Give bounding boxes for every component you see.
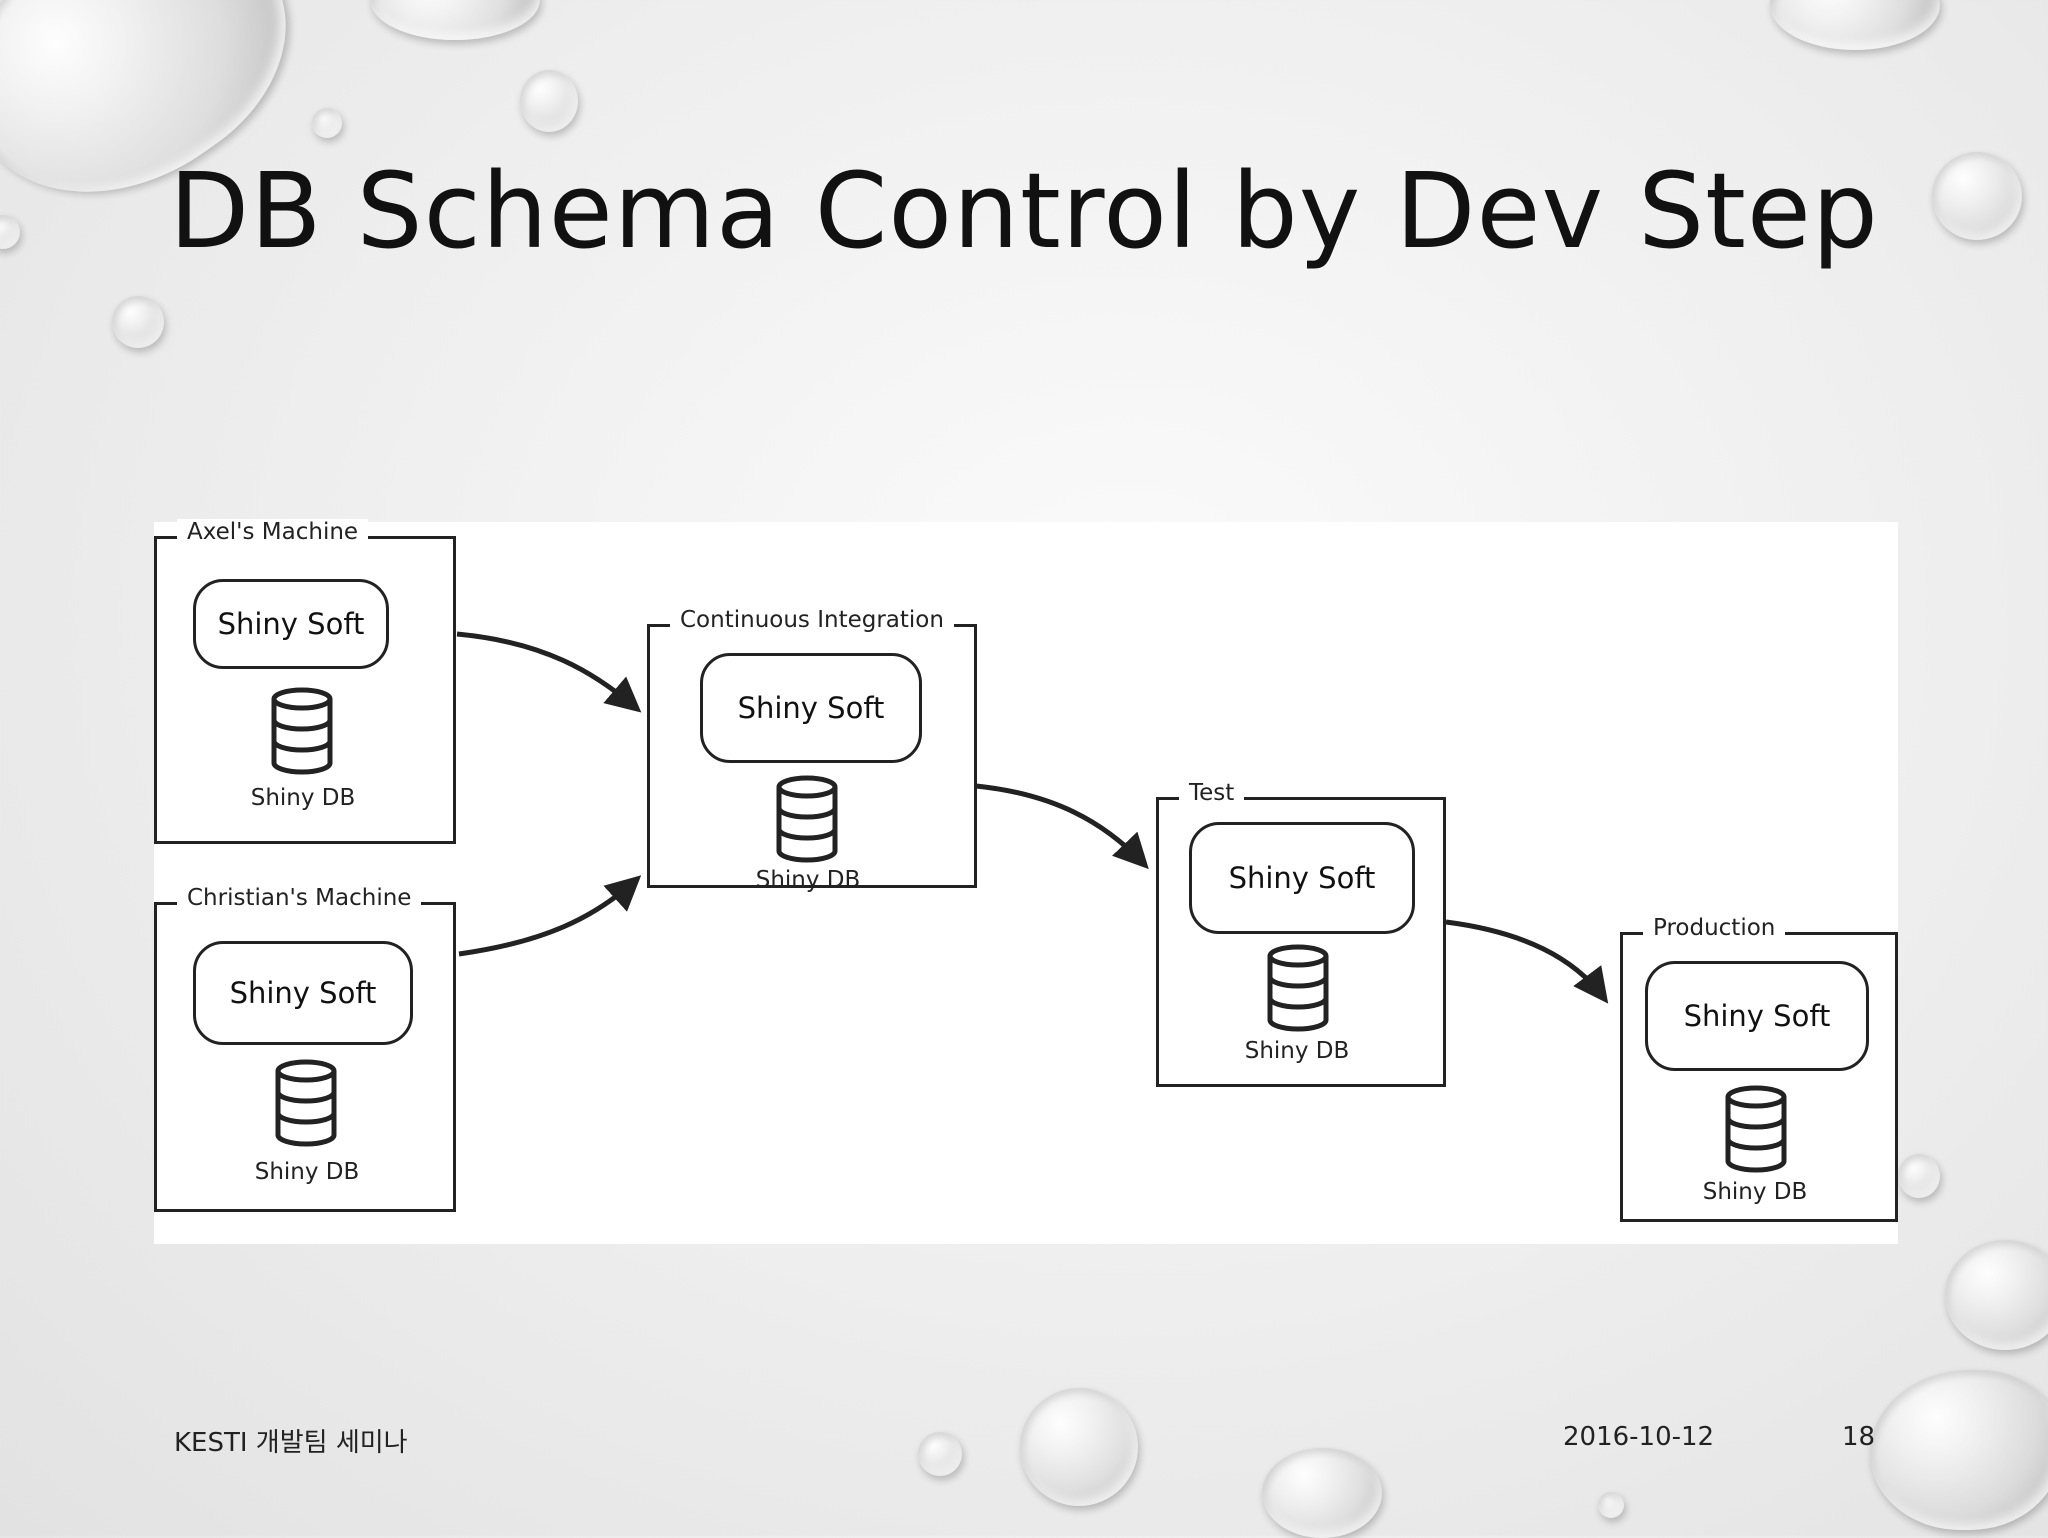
node-continuous-integration: Continuous Integration Shiny Soft Shiny … bbox=[647, 607, 977, 893]
database-icon bbox=[271, 687, 333, 775]
node-label: Axel's Machine bbox=[177, 519, 369, 545]
water-drop-decoration bbox=[918, 1432, 962, 1476]
node-label: Production bbox=[1643, 915, 1786, 941]
arrow-christian-to-ci bbox=[458, 875, 642, 957]
water-drop-decoration bbox=[112, 296, 164, 348]
node-production: Production Shiny Soft Shiny DB bbox=[1620, 915, 1898, 1222]
db-label: Shiny DB bbox=[1244, 1038, 1350, 1064]
arrow-ci-to-test bbox=[975, 783, 1149, 870]
arrow-axel-to-ci bbox=[456, 631, 642, 713]
water-drop-decoration bbox=[312, 108, 342, 138]
db-label: Shiny DB bbox=[250, 785, 356, 811]
node-label: Christian's Machine bbox=[177, 885, 422, 911]
app-box: Shiny Soft bbox=[700, 653, 922, 763]
footer-date: 2016-10-12 bbox=[1563, 1422, 1715, 1452]
db-label: Shiny DB bbox=[1702, 1179, 1808, 1205]
diagram-arrows bbox=[456, 631, 1609, 1004]
water-drop-decoration bbox=[520, 70, 578, 132]
db-label: Shiny DB bbox=[755, 867, 861, 893]
water-drop-decoration bbox=[1770, 0, 1940, 50]
footer-seminar-name: KESTI 개발팀 세미나 bbox=[174, 1428, 408, 1458]
deployment-diagram: Axel's Machine Shiny Soft Shiny DB Chris… bbox=[154, 519, 1898, 1244]
footer-page-number: 18 bbox=[1842, 1422, 1876, 1452]
database-icon bbox=[1725, 1085, 1787, 1173]
app-box: Shiny Soft bbox=[1645, 961, 1869, 1071]
app-box: Shiny Soft bbox=[1189, 822, 1415, 934]
water-drop-decoration bbox=[370, 0, 540, 40]
node-axels-machine: Axel's Machine Shiny Soft Shiny DB bbox=[154, 519, 456, 844]
water-drop-decoration bbox=[1262, 1448, 1382, 1538]
app-box: Shiny Soft bbox=[193, 941, 413, 1045]
water-drop-decoration bbox=[1945, 1240, 2048, 1350]
water-drop-decoration bbox=[1898, 1154, 1940, 1198]
water-drop-decoration bbox=[1598, 1492, 1624, 1518]
water-drop-decoration bbox=[0, 215, 20, 249]
node-test: Test Shiny Soft Shiny DB bbox=[1156, 780, 1446, 1087]
water-drop-decoration bbox=[1870, 1370, 2048, 1530]
db-label: Shiny DB bbox=[254, 1159, 360, 1185]
node-label: Test bbox=[1179, 780, 1245, 806]
arrow-test-to-production bbox=[1445, 919, 1609, 1004]
database-icon bbox=[776, 775, 838, 863]
database-icon bbox=[275, 1059, 337, 1147]
water-drop-decoration bbox=[1020, 1388, 1138, 1506]
database-icon bbox=[1267, 944, 1329, 1032]
app-box: Shiny Soft bbox=[193, 579, 389, 669]
node-christians-machine: Christian's Machine Shiny Soft Shiny DB bbox=[154, 885, 456, 1212]
node-label: Continuous Integration bbox=[670, 607, 954, 633]
water-drop-decoration bbox=[1932, 152, 2022, 240]
slide-title: DB Schema Control by Dev Step bbox=[169, 150, 1879, 272]
